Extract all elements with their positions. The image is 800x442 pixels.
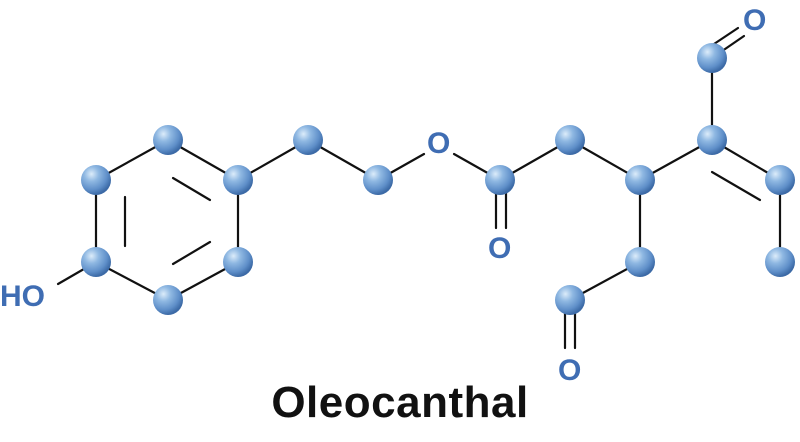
- atoms: [81, 43, 795, 315]
- carbon-atom: [153, 285, 183, 315]
- carbon-atom: [293, 125, 323, 155]
- ester-oxygen-label: O: [427, 127, 450, 160]
- carbon-atom: [555, 285, 585, 315]
- carbon-atom: [555, 125, 585, 155]
- molecule-title: Oleocanthal: [271, 378, 529, 427]
- hydroxyl-label: HO: [0, 280, 45, 313]
- carbon-atom: [625, 165, 655, 195]
- carbon-atom: [485, 165, 515, 195]
- aromatic-inner-bond: [171, 176, 212, 202]
- carbon-atom: [223, 247, 253, 277]
- carbonyl-oxygen-label: O: [488, 232, 511, 265]
- carbon-atom: [765, 247, 795, 277]
- bond: [710, 170, 762, 202]
- atom-labels: HO O O O O: [0, 4, 766, 387]
- carbon-atom: [81, 247, 111, 277]
- carbon-atom: [363, 165, 393, 195]
- aromatic-inner-bond: [171, 240, 212, 266]
- aldehyde-oxygen-bottom-label: O: [558, 354, 581, 387]
- carbon-atom: [765, 165, 795, 195]
- carbon-atom: [697, 43, 727, 73]
- carbon-atom: [625, 247, 655, 277]
- carbon-atom: [153, 125, 183, 155]
- aldehyde-oxygen-top-label: O: [743, 4, 766, 37]
- carbon-atom: [697, 125, 727, 155]
- carbon-atom: [81, 165, 111, 195]
- carbon-atom: [223, 165, 253, 195]
